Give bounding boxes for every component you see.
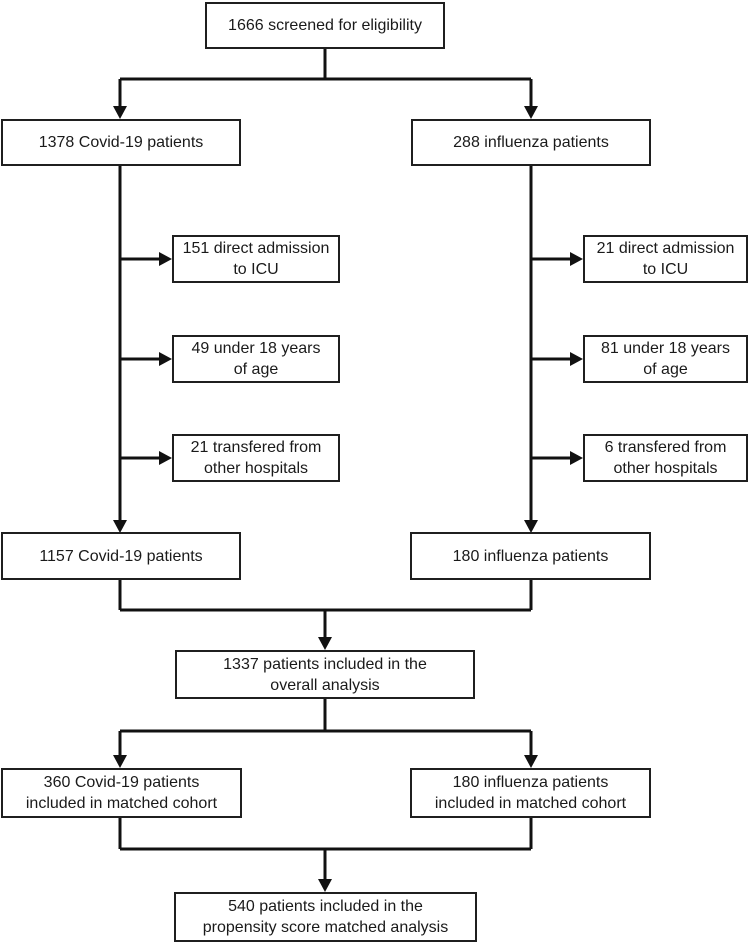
node-covid19-patients-initial: 1378 Covid-19 patients: [1, 119, 241, 166]
node-text: 1378 Covid-19 patients: [38, 134, 204, 151]
node-flu-excluded-icu: 21 direct admission to ICU: [583, 235, 748, 283]
node-flu-excluded-under18: 81 under 18 years of age: [583, 335, 748, 383]
node-text: 288 influenza patients: [453, 134, 609, 151]
connector-merge-overall: [118, 580, 533, 650]
node-text: other hospitals: [613, 460, 718, 477]
node-text: to ICU: [642, 261, 689, 278]
node-influenza-matched-cohort: 180 influenza patients included in match…: [410, 768, 651, 818]
node-text: 1337 patients included in the: [223, 655, 427, 673]
node-text: 540 patients included in the: [228, 898, 423, 915]
node-text: to ICU: [233, 261, 279, 278]
node-covid-excluded-icu: 151 direct admission to ICU: [172, 235, 340, 283]
node-covid-excluded-transferred: 21 transfered from other hospitals: [172, 434, 340, 482]
node-text: included in matched cohort: [434, 795, 627, 812]
connector-merge-propensity: [118, 818, 533, 892]
connector-covid-spine: [113, 166, 172, 533]
node-text: 21 transfered from: [190, 439, 322, 456]
node-text: 360 Covid-19 patients: [43, 774, 200, 791]
node-propensity-matched-analysis: 540 patients included in the propensity …: [174, 892, 477, 942]
node-text: other hospitals: [203, 460, 309, 477]
node-influenza-patients-initial: 288 influenza patients: [411, 119, 651, 166]
node-covid19-matched-cohort: 360 Covid-19 patients included in matche…: [1, 768, 242, 818]
node-screened-for-eligibility: 1666 screened for eligibility: [205, 2, 445, 49]
node-influenza-patients-included: 180 influenza patients: [410, 532, 651, 580]
node-overall-analysis: 1337 patients included in the overall an…: [175, 650, 475, 699]
node-text: 49 under 18 years: [191, 340, 321, 357]
node-text: propensity score matched analysis: [202, 919, 449, 936]
node-text: 180 influenza patients: [452, 774, 609, 791]
node-flu-excluded-transferred: 6 transfered from other hospitals: [583, 434, 748, 482]
node-text: of age: [643, 361, 688, 378]
node-text: overall analysis: [270, 676, 380, 694]
node-text: included in matched cohort: [25, 795, 218, 812]
node-text: 21 direct admission: [596, 240, 735, 257]
node-covid19-patients-included: 1157 Covid-19 patients: [1, 532, 241, 580]
node-text: 151 direct admission: [182, 240, 330, 257]
node-text: 1666 screened for eligibility: [228, 17, 422, 34]
node-text: 81 under 18 years: [601, 340, 730, 357]
connector-top-split: [113, 49, 538, 119]
connector-split-matched: [113, 699, 538, 768]
node-text: 180 influenza patients: [452, 547, 609, 565]
node-text: 6 transfered from: [604, 439, 727, 456]
node-text: 1157 Covid-19 patients: [39, 547, 203, 565]
node-text: of age: [233, 361, 279, 378]
node-covid-excluded-under18: 49 under 18 years of age: [172, 335, 340, 383]
connector-influenza-spine: [524, 166, 583, 533]
